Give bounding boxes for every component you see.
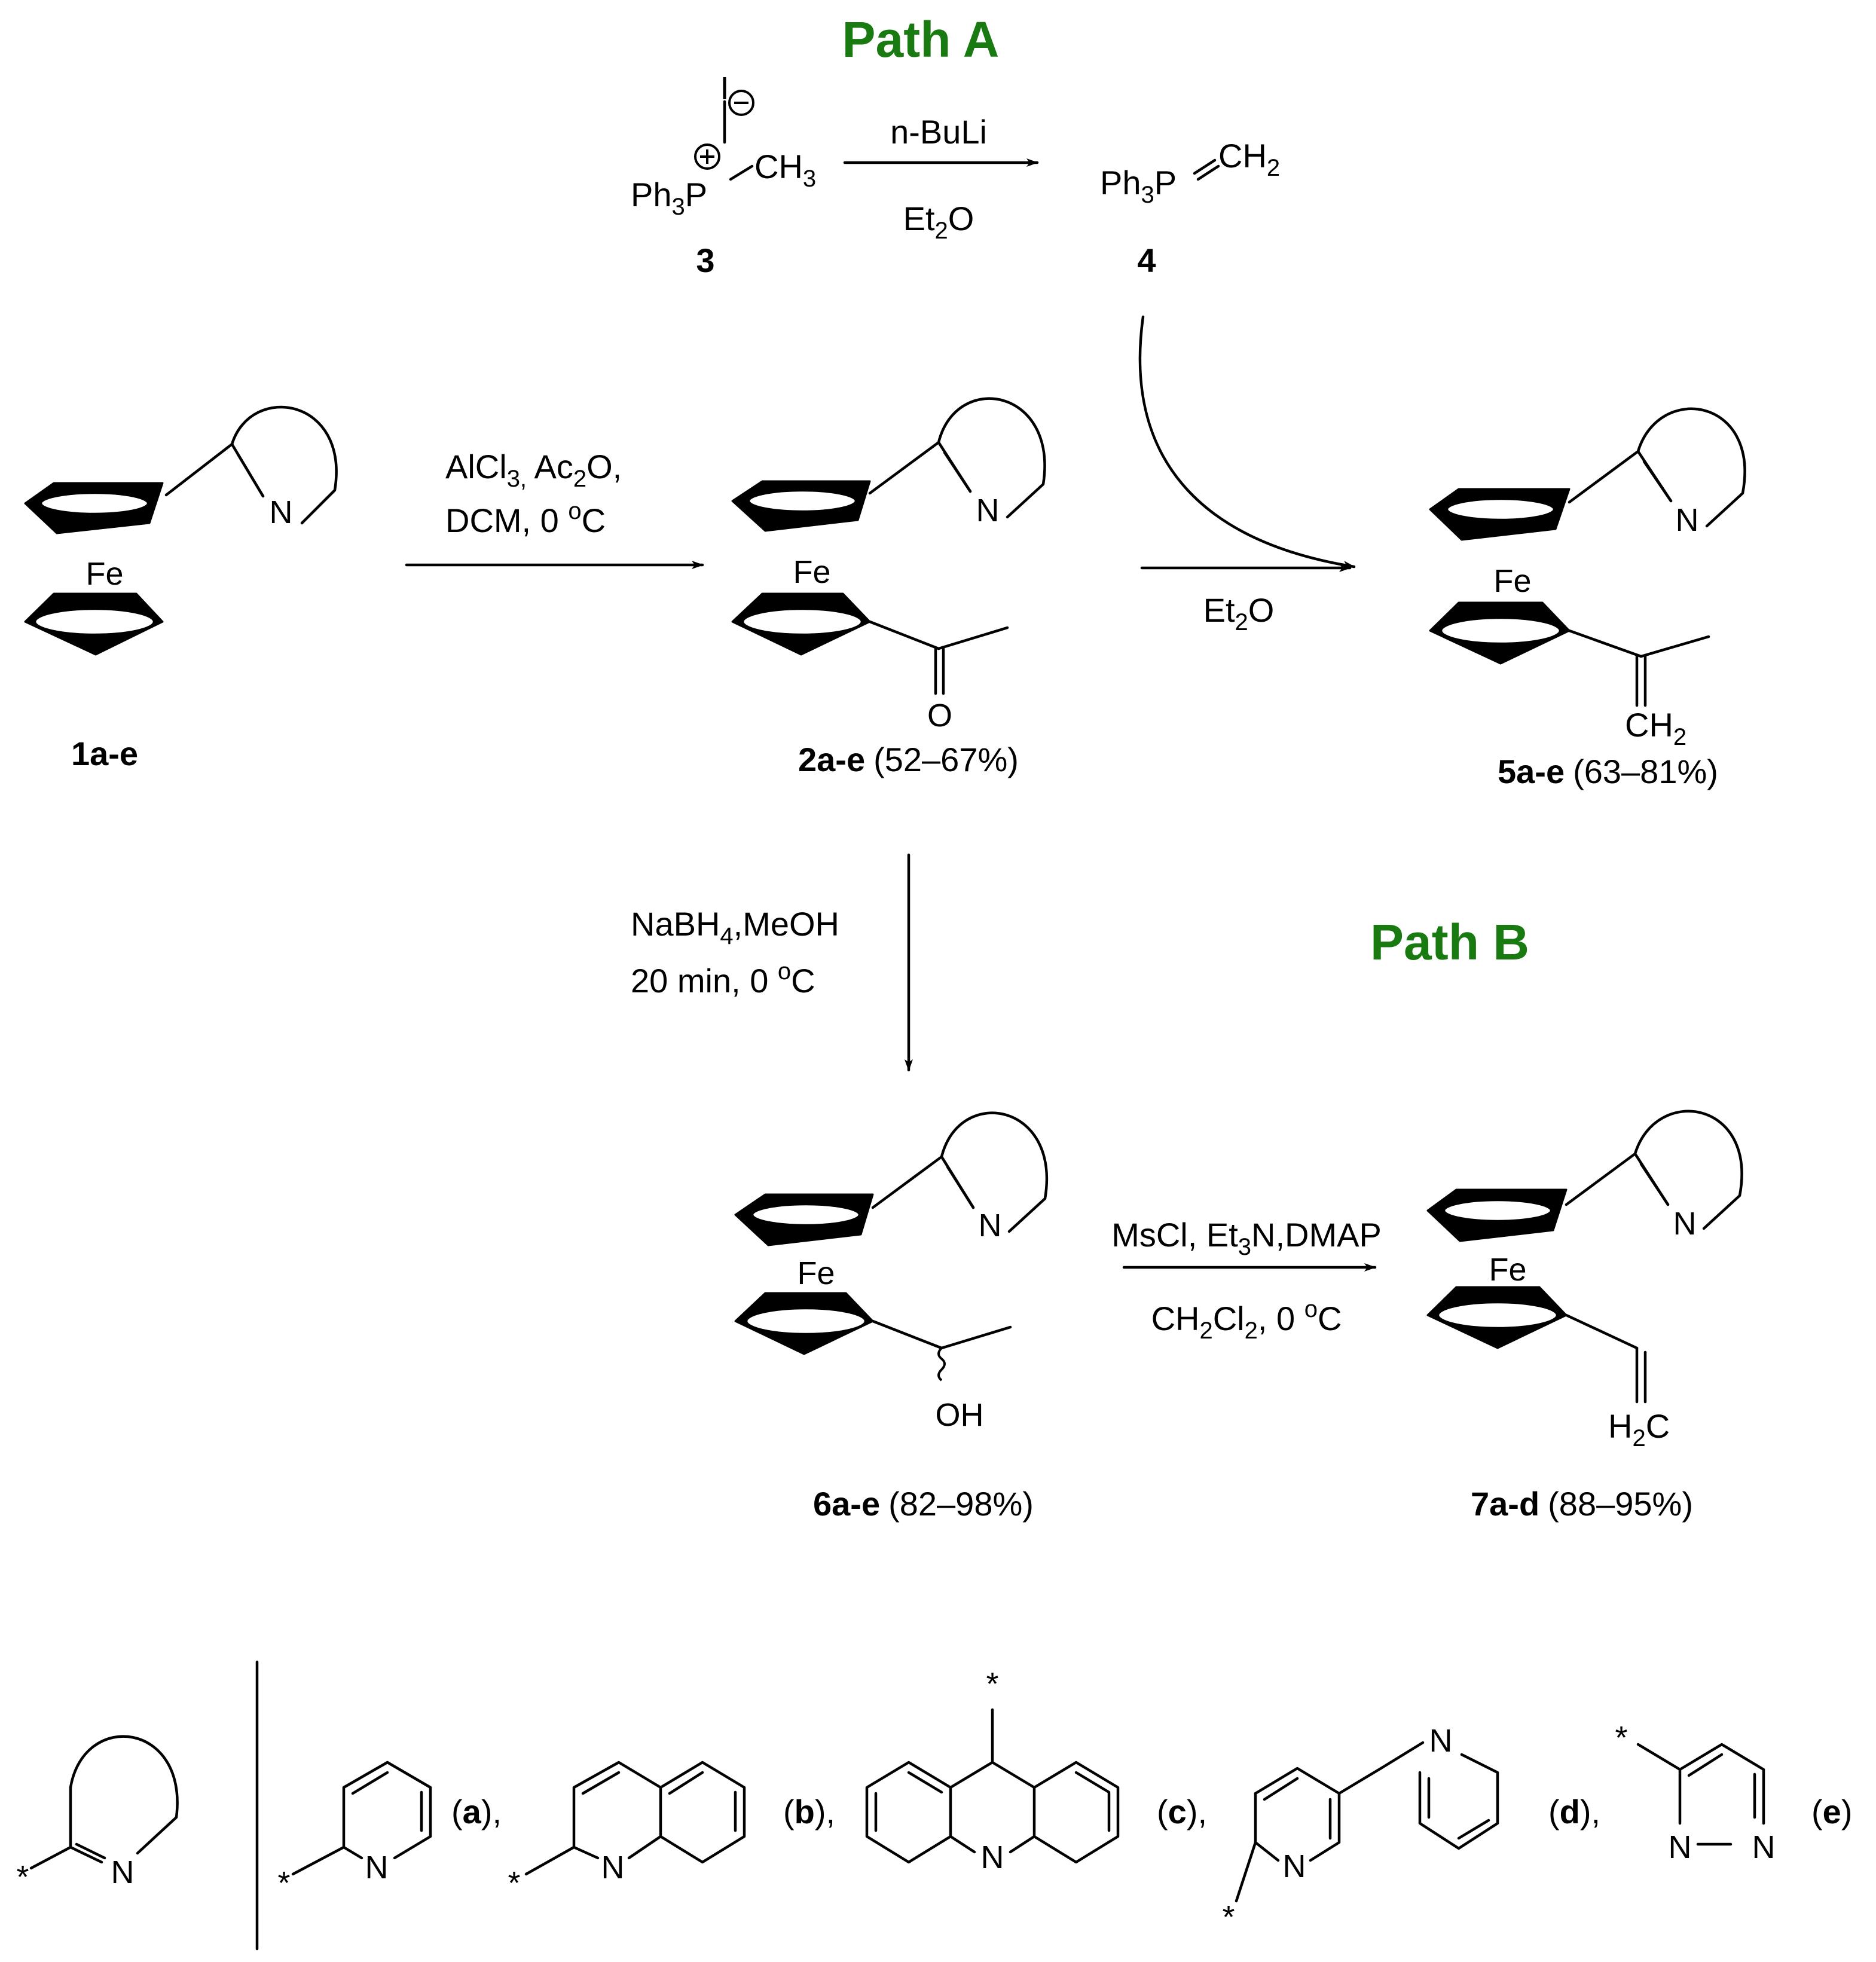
substituent-b-quinoline: N * [508, 1761, 746, 1901]
svg-text:N: N [601, 1850, 625, 1885]
substituent-d-bipyridine: N N * [1222, 1723, 1499, 1935]
substituent-d-label: (d), [1548, 1793, 1600, 1830]
svg-text:H2C: H2C [1608, 1407, 1670, 1451]
svg-text:N: N [1752, 1829, 1776, 1865]
compound-6: N Fe OH [734, 1111, 1048, 1433]
svg-text:N: N [1429, 1723, 1453, 1759]
acylation-line2: DCM, 0 oC [445, 498, 606, 539]
substituent-e-label: (e) [1811, 1793, 1852, 1830]
compound-2-label: 2a-e(52–67%) [798, 741, 1019, 778]
ylide-curved-arrow [1138, 315, 1356, 570]
wittig-solvent: Et2O [1203, 591, 1275, 635]
compound-4-label: 4 [1137, 242, 1156, 279]
generic-imine-ring: N * [16, 1735, 179, 1895]
svg-text:*: * [277, 1865, 290, 1901]
svg-text:Fe: Fe [1493, 563, 1531, 599]
svg-text:*: * [508, 1865, 520, 1901]
elimination-line2: CH2Cl2, 0 oC [1151, 1296, 1342, 1344]
svg-text:Ph3P: Ph3P [1100, 164, 1177, 208]
svg-text:Fe: Fe [1489, 1252, 1526, 1288]
svg-text:*: * [1222, 1899, 1235, 1935]
svg-text:O: O [927, 698, 952, 734]
svg-text:Fe: Fe [793, 554, 830, 590]
elimination-line1: MsCl, Et3N,DMAP [1111, 1216, 1382, 1260]
substituent-c-label: (c), [1157, 1793, 1207, 1830]
acylation-line1: AlCl3, Ac2O, [445, 448, 622, 492]
compound-6-label: 6a-e(82–98%) [813, 1485, 1034, 1523]
compound-1: N Fe [24, 405, 338, 656]
compound-5: N Fe CH2 [1429, 407, 1746, 750]
svg-text:CH2: CH2 [1218, 137, 1280, 181]
compound-1-label: 1a-e [71, 735, 138, 772]
svg-text:OH: OH [936, 1397, 984, 1433]
compound-5-label: 5a-e(63–81%) [1498, 753, 1718, 790]
substituent-b-label: (b), [783, 1793, 835, 1830]
svg-text:I: I [720, 71, 729, 106]
svg-text:N: N [111, 1854, 135, 1890]
substituent-c-acridine: N * [865, 1666, 1120, 1875]
compound-4-ylide: Ph3P CH2 [1100, 137, 1280, 208]
reduction-line2: 20 min, 0 oC [631, 958, 815, 1000]
reduction-line1: NaBH4,MeOH [631, 905, 839, 949]
svg-text:N: N [365, 1850, 389, 1885]
svg-text:Fe: Fe [85, 556, 123, 592]
path-a-title: Path A [842, 11, 1000, 68]
svg-text:*: * [1615, 1720, 1627, 1756]
svg-text:N: N [1669, 1829, 1692, 1865]
compound-3-phosphonium-salt: Ph3P I CH3 [631, 71, 816, 220]
svg-text:*: * [986, 1666, 998, 1702]
substituent-a-pyridine: N * [277, 1761, 432, 1901]
ylide-solvent: Et2O [903, 200, 974, 244]
svg-text:N: N [981, 1839, 1004, 1875]
svg-text:N: N [976, 493, 1000, 528]
svg-text:N: N [979, 1208, 1002, 1243]
compound-7: N Fe H2C [1426, 1110, 1743, 1451]
svg-text:N: N [1673, 1206, 1697, 1242]
svg-text:Ph3P: Ph3P [631, 176, 707, 220]
ylide-reagent: n-BuLi [890, 113, 987, 151]
svg-text:N: N [1283, 1848, 1306, 1884]
path-b-title: Path B [1370, 914, 1529, 970]
svg-text:Fe: Fe [797, 1255, 835, 1291]
svg-text:N: N [270, 494, 293, 530]
substituent-e-pyridazine: N N * [1615, 1720, 1775, 1865]
compound-3-label: 3 [696, 242, 714, 279]
svg-text:*: * [16, 1859, 29, 1895]
svg-text:CH3: CH3 [754, 148, 816, 192]
compound-7-label: 7a-d(88–95%) [1471, 1485, 1693, 1523]
svg-text:CH2: CH2 [1625, 706, 1686, 750]
svg-text:N: N [1676, 502, 1699, 538]
compound-2: N Fe O [731, 397, 1046, 734]
substituent-a-label: (a), [451, 1793, 502, 1830]
